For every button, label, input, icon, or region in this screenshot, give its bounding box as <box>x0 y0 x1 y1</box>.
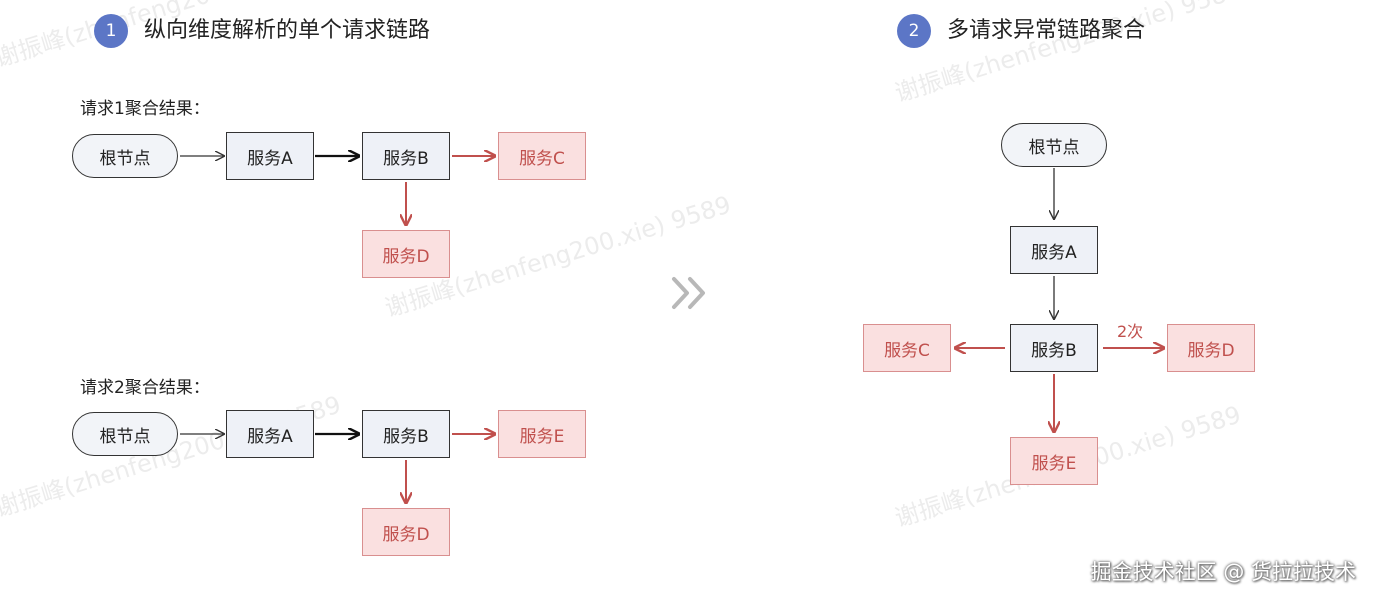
service-node-abnormal: 服务D <box>1167 324 1255 372</box>
edge-count-label: 2次 <box>1117 322 1144 341</box>
root-node: 根节点 <box>72 134 178 178</box>
section-title: 多请求异常链路聚合 <box>947 18 1146 43</box>
service-node-b: 服务B <box>1010 324 1098 372</box>
service-node-a: 服务A <box>226 410 314 458</box>
request-result-label: 请求2聚合结果： <box>80 378 210 398</box>
root-node: 根节点 <box>1001 123 1107 167</box>
service-node-b: 服务B <box>362 410 450 458</box>
section-title: 纵向维度解析的单个请求链路 <box>144 18 431 43</box>
service-node-abnormal: 服务D <box>362 230 450 278</box>
service-node-abnormal: 服务D <box>362 508 450 556</box>
footer-credit: 掘金技术社区 @ 货拉拉技术 <box>1090 560 1356 584</box>
step-badge: 1 <box>94 14 128 48</box>
service-node-abnormal: 服务C <box>863 324 951 372</box>
service-node-a: 服务A <box>1010 226 1098 274</box>
double-chevron-icon <box>672 277 705 309</box>
step-badge: 2 <box>897 14 931 48</box>
service-node-a: 服务A <box>226 132 314 180</box>
request-result-label: 请求1聚合结果： <box>80 99 210 119</box>
service-node-abnormal: 服务C <box>498 132 586 180</box>
service-node-abnormal: 服务E <box>498 410 586 458</box>
root-node: 根节点 <box>72 412 178 456</box>
service-node-abnormal: 服务E <box>1010 437 1098 485</box>
service-node-b: 服务B <box>362 132 450 180</box>
